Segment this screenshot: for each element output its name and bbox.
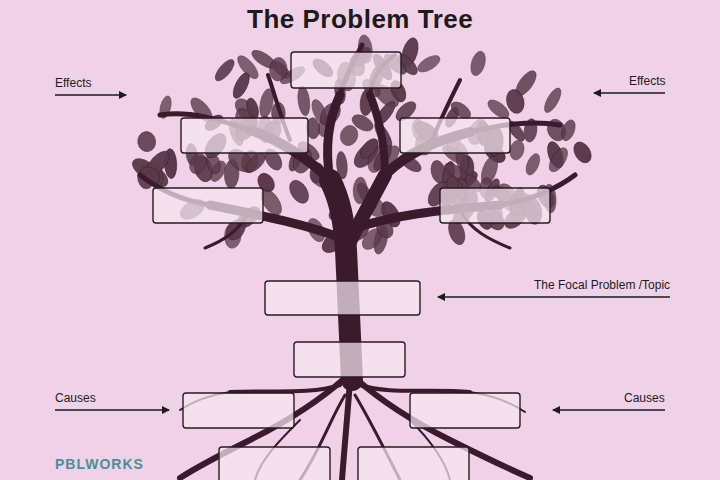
- causes-label: Causes: [55, 391, 96, 405]
- effects-label: Effects: [55, 76, 91, 90]
- logo-text: PBLWORKS: [55, 456, 144, 472]
- effects-label: Effects: [629, 74, 665, 88]
- focal-problem-label: The Focal Problem /Topic: [534, 278, 670, 292]
- title: The Problem Tree: [247, 4, 473, 35]
- causes-label: Causes: [624, 391, 665, 405]
